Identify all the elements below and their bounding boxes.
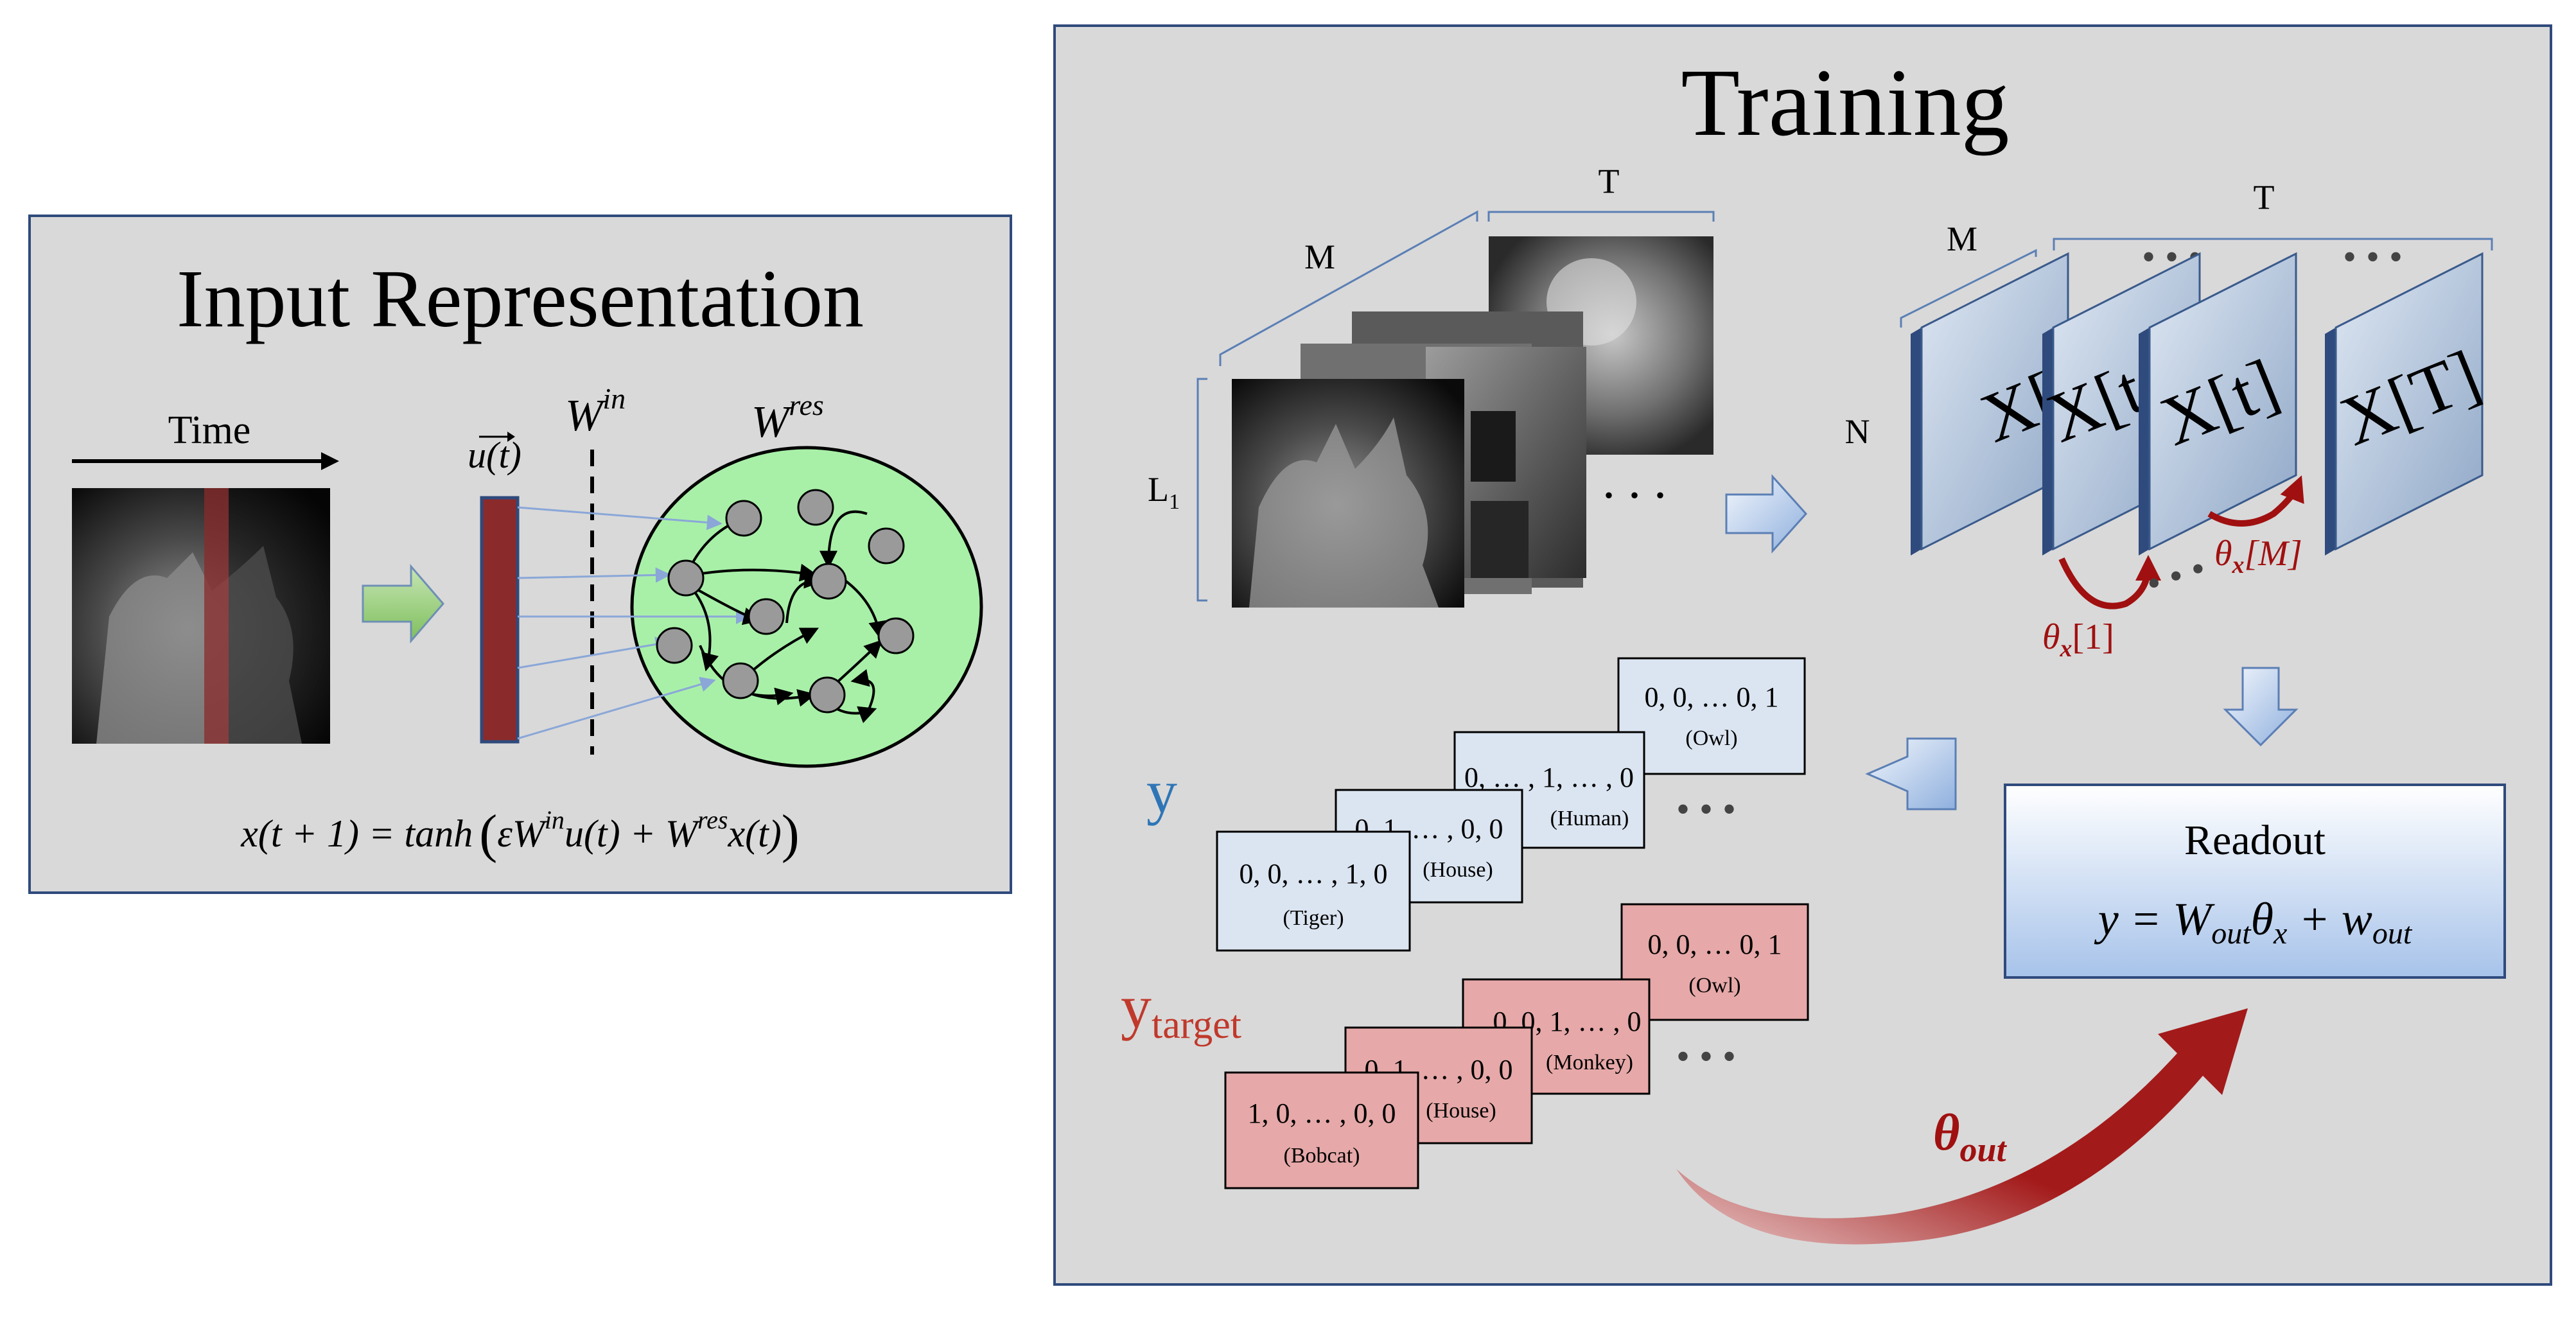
green-right-arrow bbox=[362, 563, 444, 644]
reservoir-nodes bbox=[656, 489, 915, 714]
theta-out-curved-arrow bbox=[1676, 1008, 2248, 1245]
y-output-cards: 0, 0, … 0, 1 (Owl) 0, … , 1, … , 0 (Huma… bbox=[1216, 657, 1806, 952]
target-card-class: (Owl) bbox=[1688, 974, 1740, 997]
state-dots-top-2: • • • bbox=[2343, 236, 2403, 278]
w-res-label: Wres bbox=[751, 389, 824, 447]
reservoir-node bbox=[877, 617, 915, 654]
input-vector-column bbox=[480, 496, 520, 744]
y-label: y bbox=[1146, 757, 1177, 826]
u-label: u(t) bbox=[468, 434, 521, 476]
image-stack-l1-label: L1 bbox=[1148, 470, 1180, 514]
readout-equation: y = Woutθx + wout bbox=[2094, 893, 2413, 951]
y-card-owl: 0, 0, … 0, 1 (Owl) bbox=[1617, 657, 1806, 775]
target-card-vector: 1, 0, … , 0, 0 bbox=[1248, 1098, 1396, 1129]
image-stack-t-label: T bbox=[1599, 162, 1620, 200]
target-card-class: (House) bbox=[1426, 1099, 1496, 1123]
input-time-slice bbox=[204, 488, 229, 744]
input-projection-lines bbox=[517, 506, 751, 740]
training-panel: Training M T L1 . . . M bbox=[1053, 24, 2552, 1286]
reservoir-node bbox=[722, 662, 759, 699]
reservoir-update-equation: x(t + 1) = tanh(εWinu(t) + Wresx(t)) bbox=[240, 804, 799, 864]
training-panel-title: Training bbox=[1681, 49, 2009, 156]
target-card-vector: 0, 0, … 0, 1 bbox=[1648, 929, 1782, 960]
reservoir-node bbox=[809, 676, 846, 714]
input-panel-title: Input Representation bbox=[177, 253, 864, 344]
target-card-bobcat: 1, 0, … , 0, 0 (Bobcat) bbox=[1224, 1071, 1419, 1189]
target-cards-ellipsis: • • • bbox=[1676, 1035, 1736, 1078]
blue-left-arrow bbox=[1865, 737, 1957, 810]
image-stack-ellipsis: . . . bbox=[1602, 453, 1667, 509]
reservoir-node bbox=[667, 559, 705, 597]
y-target-label: ytarget bbox=[1121, 972, 1241, 1047]
reservoir-node bbox=[725, 500, 762, 537]
blue-right-arrow bbox=[1725, 474, 1808, 554]
readout-box bbox=[2004, 784, 2506, 979]
y-card-vector: 0, 0, … , 1, 0 bbox=[1240, 858, 1388, 889]
y-card-vector: 0, … , 1, … , 0 bbox=[1464, 762, 1634, 793]
state-stack-brackets bbox=[1900, 238, 2493, 328]
target-card-class: (Monkey) bbox=[1546, 1051, 1633, 1074]
theta-x-1-feedback-arrow bbox=[2058, 555, 2161, 609]
reservoir-node bbox=[748, 598, 785, 635]
y-card-class: (Owl) bbox=[1685, 726, 1737, 750]
y-card-class: (Human) bbox=[1550, 807, 1629, 830]
theta-x-M-label: θx[M] bbox=[2214, 534, 2302, 579]
target-cards: 0, 0, … 0, 1 (Owl) 0, 0, 1, … , 0 (Monke… bbox=[1224, 903, 1809, 1189]
input-bobcat-image bbox=[72, 488, 330, 744]
training-image-stack bbox=[1232, 236, 1713, 608]
image-stack-brackets bbox=[1196, 210, 1715, 602]
y-cards-ellipsis: • • • bbox=[1676, 788, 1736, 830]
theta-x-1-label: θx[1] bbox=[2042, 617, 2114, 662]
y-card-class: (Tiger) bbox=[1283, 906, 1344, 930]
theta-out-label: θout bbox=[1933, 1105, 2008, 1169]
reservoir-node bbox=[868, 527, 905, 565]
target-card-owl: 0, 0, … 0, 1 (Owl) bbox=[1620, 903, 1809, 1021]
target-card-class: (Bobcat) bbox=[1284, 1144, 1360, 1168]
image-stack-m-label: M bbox=[1304, 238, 1335, 276]
y-card-tiger: 0, 0, … , 1, 0 (Tiger) bbox=[1216, 830, 1411, 952]
state-stack-t-label: T bbox=[2254, 178, 2275, 216]
reservoir-node bbox=[810, 563, 847, 600]
state-stack-m-label: M bbox=[1947, 220, 1977, 258]
theta-x-M-feedback-arrow bbox=[2207, 475, 2304, 527]
blue-down-arrow bbox=[2223, 667, 2299, 747]
reservoir-node bbox=[797, 489, 834, 526]
state-stack-n-label: N bbox=[1845, 412, 1870, 451]
y-card-vector: 0, 0, … 0, 1 bbox=[1645, 681, 1779, 713]
time-label: Time bbox=[168, 408, 251, 452]
reservoir-state-t: X[t] bbox=[2139, 252, 2297, 556]
y-card-class: (House) bbox=[1423, 858, 1493, 882]
time-arrow-head bbox=[321, 452, 339, 470]
reservoir-state-T: X[T] bbox=[2325, 252, 2491, 556]
input-representation-panel: Input Representation Time u(t) Win Wres bbox=[28, 215, 1012, 894]
reservoir-node bbox=[656, 627, 693, 664]
w-in-label: Win bbox=[565, 382, 626, 441]
readout-title: Readout bbox=[2184, 817, 2326, 864]
